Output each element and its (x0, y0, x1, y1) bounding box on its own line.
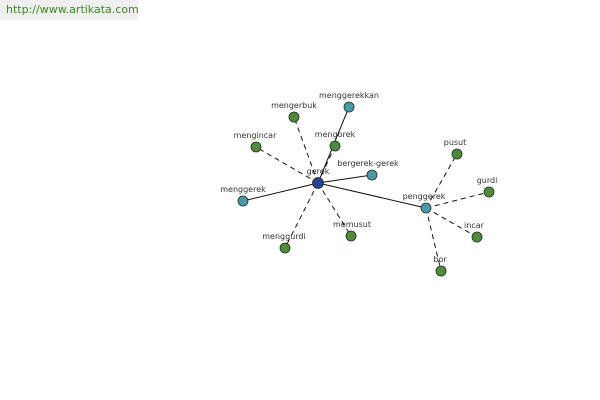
node-gerek[interactable]: gerek (307, 167, 330, 189)
node-marker-gurdi[interactable] (483, 186, 495, 198)
node-marker-menggerekkan[interactable] (343, 101, 355, 113)
node-label-bor: bor (433, 255, 447, 264)
node-marker-bergerek-gerek[interactable] (366, 169, 378, 181)
node-marker-penggerek[interactable] (420, 202, 432, 214)
edge-gerek-menggerek (242, 182, 319, 202)
node-marker-bor[interactable] (435, 265, 447, 277)
edge-gerek-menggurdi (284, 182, 319, 249)
node-menggurdi[interactable]: menggurdi (262, 232, 306, 254)
node-marker-mengerbuk[interactable] (288, 111, 300, 123)
edge-penggerek-gurdi (425, 191, 490, 209)
edge-penggerek-bor (425, 207, 442, 272)
node-marker-mengorek[interactable] (329, 140, 341, 152)
node-marker-incar[interactable] (471, 231, 483, 243)
node-marker-menggurdi[interactable] (279, 242, 291, 254)
node-label-bergerek-gerek: bergerek-gerek (337, 159, 399, 168)
node-label-mengerbuk: mengerbuk (271, 101, 317, 110)
node-mengincar[interactable]: mengincar (234, 131, 277, 153)
node-mengerbuk[interactable]: mengerbuk (271, 101, 317, 123)
node-penggerek[interactable]: penggerek (403, 192, 446, 214)
node-menggerek[interactable]: menggerek (220, 185, 266, 207)
edge-gerek-mengincar (255, 146, 319, 184)
node-label-mengorek: mengorek (315, 130, 356, 139)
node-marker-memusut[interactable] (345, 230, 357, 242)
node-menggerekkan[interactable]: menggerekkan (319, 91, 379, 113)
source-url-link[interactable]: http://www.artikata.com (0, 0, 139, 20)
node-pusut[interactable]: pusut (444, 138, 467, 160)
edge-gerek-penggerek (317, 182, 427, 209)
edge-gerek-mengerbuk (293, 116, 319, 184)
node-marker-pusut[interactable] (451, 148, 463, 160)
node-gurdi[interactable]: gurdi (477, 176, 498, 198)
edge-penggerek-pusut (425, 153, 458, 209)
edge-gerek-bergerek-gerek (317, 174, 373, 184)
node-label-incar: incar (464, 221, 485, 230)
node-label-pusut: pusut (444, 138, 467, 147)
graph-edges (242, 106, 490, 272)
node-label-menggurdi: menggurdi (262, 232, 305, 241)
edge-penggerek-incar (425, 207, 478, 238)
node-label-memusut: memusut (333, 220, 371, 229)
node-mengorek[interactable]: mengorek (315, 130, 356, 152)
node-marker-menggerek[interactable] (237, 195, 249, 207)
node-memusut[interactable]: memusut (333, 220, 371, 242)
node-bergerek-gerek[interactable]: bergerek-gerek (337, 159, 399, 181)
edge-gerek-memusut (317, 182, 352, 237)
node-label-mengincar: mengincar (234, 131, 277, 140)
node-incar[interactable]: incar (464, 221, 485, 243)
node-label-gurdi: gurdi (477, 176, 498, 185)
node-label-gerek: gerek (307, 167, 330, 176)
node-label-penggerek: penggerek (403, 192, 446, 201)
node-marker-gerek[interactable] (312, 177, 324, 189)
node-bor[interactable]: bor (433, 255, 447, 277)
node-marker-mengincar[interactable] (250, 141, 262, 153)
node-label-menggerekkan: menggerekkan (319, 91, 379, 100)
node-label-menggerek: menggerek (220, 185, 266, 194)
edge-gerek-mengorek (317, 145, 336, 184)
